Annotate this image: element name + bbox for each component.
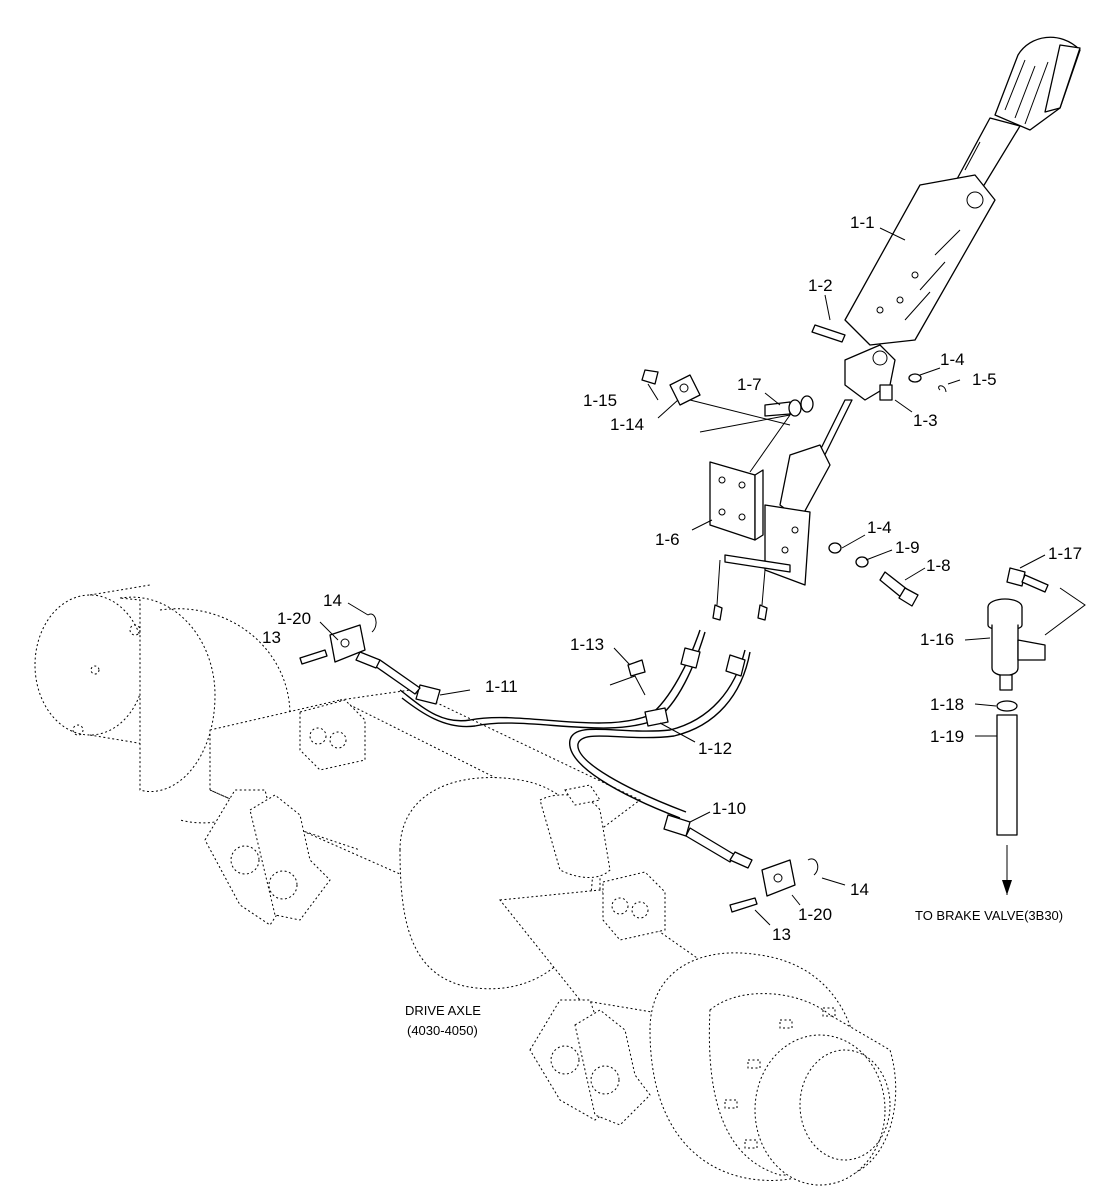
washer-1-9 [855, 556, 869, 568]
bolt-1-15 [641, 369, 659, 385]
drive-axle-model-range: (4030-4050) [407, 1023, 478, 1038]
cable-clamp-1-12 [644, 707, 669, 727]
label-1-16: 1-16 [920, 630, 954, 649]
label-1-5: 1-5 [972, 370, 997, 389]
mounting-plate-1-6 [709, 461, 764, 541]
label-13-right: 13 [772, 925, 791, 944]
bolt-1-17 [1006, 567, 1049, 593]
bolt-1-7 [764, 395, 814, 417]
label-1-18: 1-18 [930, 695, 964, 714]
cable-clamp-1-14 [669, 374, 701, 406]
hose-1-19 [996, 714, 1018, 836]
drive-axle-label: DRIVE AXLE [405, 1003, 481, 1018]
label-1-11: 1-11 [485, 677, 518, 696]
label-13-left: 13 [262, 628, 281, 647]
label-1-4-bottom: 1-4 [867, 518, 892, 537]
reservoir-1-16 [987, 598, 1046, 691]
lever-body [844, 174, 996, 346]
label-1-17: 1-17 [1048, 544, 1082, 563]
label-1-6: 1-6 [655, 530, 680, 549]
drive-axle-assembly [34, 584, 897, 1186]
label-14-right: 14 [850, 880, 869, 899]
pin-13-left [299, 649, 328, 665]
label-1-7: 1-7 [737, 375, 762, 394]
cable-1-10 [569, 649, 746, 819]
label-1-10: 1-10 [712, 799, 746, 818]
clevis-1-20-right [761, 859, 796, 897]
pin-1-2 [811, 324, 846, 343]
lever-bracket [724, 444, 831, 586]
clip-1-5 [938, 385, 947, 393]
pivot-block-1-3 [844, 344, 896, 401]
right-axle-block [602, 871, 666, 941]
label-1-4-top: 1-4 [940, 350, 965, 369]
brake-valve-arrow-icon [1002, 880, 1012, 895]
hand-brake-lever [844, 36, 1081, 346]
label-1-13: 1-13 [570, 635, 604, 654]
label-1-3: 1-3 [913, 411, 938, 430]
left-axle-block [299, 699, 366, 771]
label-1-20-right: 1-20 [798, 905, 832, 924]
brake-valve-label: TO BRAKE VALVE(3B30) [915, 908, 1063, 923]
cable-1-11 [399, 629, 701, 724]
label-1-9: 1-9 [895, 538, 920, 557]
label-1-1: 1-1 [850, 213, 875, 232]
leader-lines [319, 227, 1046, 926]
pin-13-right [729, 897, 758, 913]
bolt-1-13 [609, 659, 646, 696]
hose-clamp-1-18 [996, 700, 1018, 712]
clevis-1-20-left [329, 624, 366, 663]
label-1-14: 1-14 [610, 415, 644, 434]
label-1-8: 1-8 [926, 556, 951, 575]
left-hub-drum-face [34, 594, 146, 736]
washer-1-4-top [908, 373, 922, 383]
label-1-2: 1-2 [808, 276, 833, 295]
washer-1-4-bottom [828, 542, 842, 554]
cotter-pin-14-right [807, 858, 819, 876]
brake-cables [355, 629, 753, 869]
label-1-12: 1-12 [698, 739, 732, 758]
bolt-1-8 [879, 571, 919, 607]
label-1-20-left: 1-20 [277, 609, 311, 628]
label-14-left: 14 [323, 591, 342, 610]
cotter-pin-14-left [367, 613, 377, 633]
label-1-19: 1-19 [930, 727, 964, 746]
label-1-15: 1-15 [583, 391, 617, 410]
